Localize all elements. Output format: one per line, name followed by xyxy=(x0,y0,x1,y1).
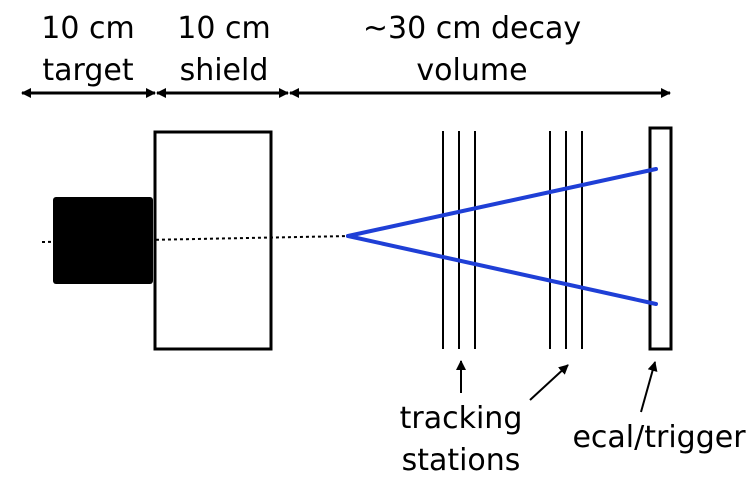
target-block xyxy=(53,197,153,284)
ecal-pointer-arrow xyxy=(640,361,658,413)
ecal-trigger-box xyxy=(648,126,673,351)
decay-track-upper xyxy=(346,167,658,238)
tracking-stations-label-line2: stations xyxy=(402,443,521,478)
decay-track-lower xyxy=(346,234,658,306)
shield-size-label: 10 cm xyxy=(177,11,270,46)
tracking-pointer-arrow xyxy=(529,364,569,401)
decay-size-label: ~30 cm decay xyxy=(363,11,581,46)
tracking-station-downstream xyxy=(549,131,583,349)
decay-volume-label: volume xyxy=(416,53,527,88)
target-label: target xyxy=(42,53,133,88)
tracking-stations-label-line1: tracking xyxy=(400,401,523,436)
ecal-trigger-label: ecal/trigger xyxy=(572,420,746,455)
tracking-station-upstream xyxy=(442,131,476,349)
shield-box xyxy=(153,130,273,351)
shield-label: shield xyxy=(180,53,269,88)
target-size-label: 10 cm xyxy=(41,11,134,46)
